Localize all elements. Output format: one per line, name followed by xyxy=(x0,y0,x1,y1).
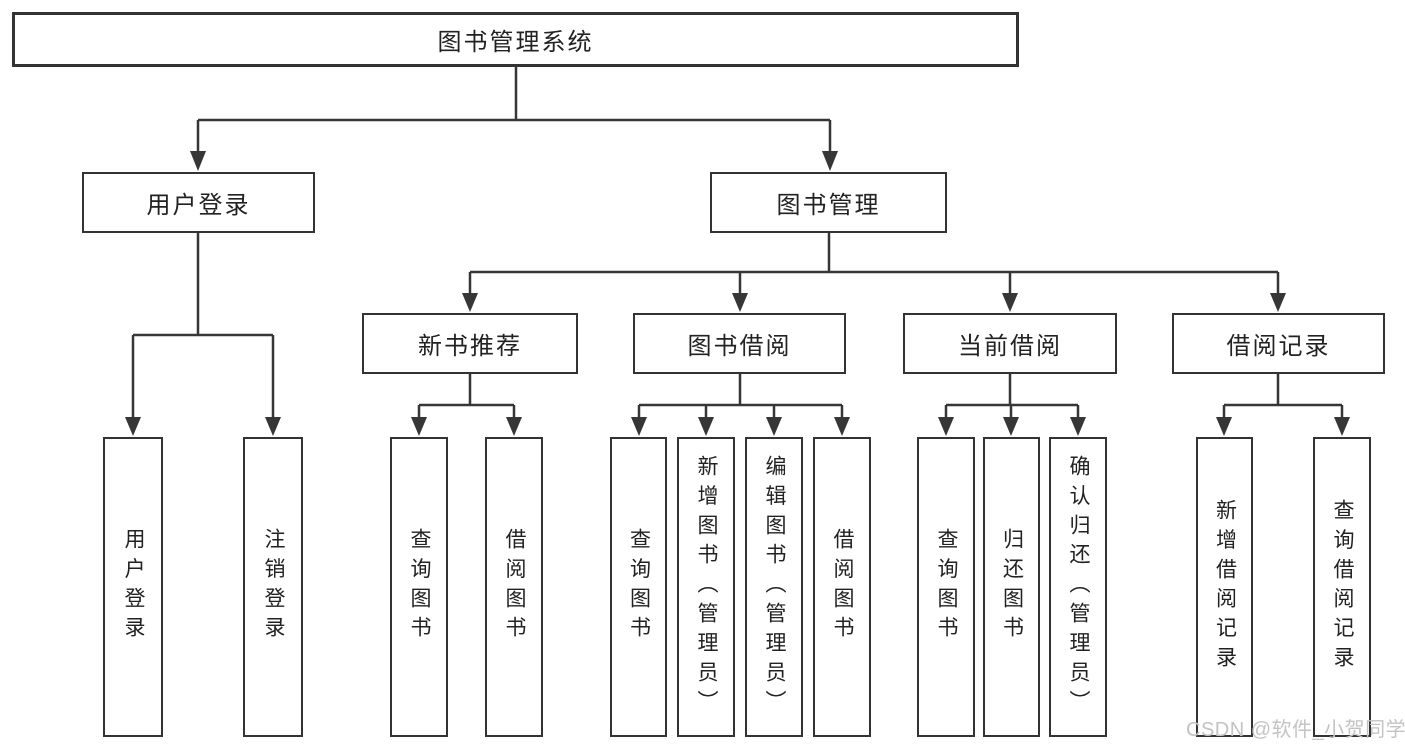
connector-book-borrow-to-leaves xyxy=(631,374,850,436)
node-label: 用户登录 xyxy=(146,192,251,219)
leaf-borrow-borrow-books: 借阅图书 xyxy=(813,437,871,737)
leaf-label: 查询图书 xyxy=(408,528,431,646)
connector-new-book-recommend-to-leaves xyxy=(411,374,522,436)
leaf-label: 借阅图书 xyxy=(831,528,854,646)
leaf-label: 新增借阅记录 xyxy=(1213,498,1237,676)
leaf-current-return-books: 归还图书 xyxy=(983,437,1040,737)
node-book-management: 图书管理 xyxy=(710,172,947,233)
leaf-user-login: 用户登录 xyxy=(103,437,163,737)
leaf-borrow-add-books-admin: 新增图书（管理员） xyxy=(677,437,735,737)
node-label: 图书管理 xyxy=(776,192,881,219)
node-label: 图书借阅 xyxy=(687,333,792,360)
leaf-label: 归还图书 xyxy=(1000,528,1024,646)
node-book-borrow: 图书借阅 xyxy=(633,313,846,374)
node-new-book-recommend: 新书推荐 xyxy=(362,313,578,374)
leaf-borrow-query-books: 查询图书 xyxy=(610,437,667,737)
csdn-watermark: CSDN @软件_小贺同学 xyxy=(1186,719,1405,741)
connector-root-to-level2 xyxy=(190,67,838,171)
node-label: 当前借阅 xyxy=(958,333,1062,360)
leaf-label: 编辑图书（管理员） xyxy=(763,454,786,720)
node-label: 新书推荐 xyxy=(418,333,522,360)
connector-borrow-records-to-leaves xyxy=(1216,374,1350,436)
leaf-newrec-borrow-books: 借阅图书 xyxy=(485,437,543,737)
node-current-borrow: 当前借阅 xyxy=(903,313,1117,374)
connector-current-borrow-to-leaves xyxy=(938,374,1086,436)
leaf-label: 查询图书 xyxy=(627,528,651,646)
leaf-label: 确认归还（管理员） xyxy=(1067,454,1090,720)
node-label: 借阅记录 xyxy=(1226,333,1331,360)
leaf-current-confirm-return-admin: 确认归还（管理员） xyxy=(1049,437,1107,737)
leaf-label: 用户登录 xyxy=(122,528,145,646)
leaf-label: 新增图书（管理员） xyxy=(695,454,718,720)
leaf-borrow-edit-books-admin: 编辑图书（管理员） xyxy=(745,437,803,737)
leaf-label: 查询图书 xyxy=(935,528,958,646)
leaf-label: 注销登录 xyxy=(262,528,285,646)
node-user-login: 用户登录 xyxy=(82,172,315,233)
leaf-newrec-query-books: 查询图书 xyxy=(390,437,448,737)
connector-user-login-to-leaves xyxy=(125,233,281,436)
leaf-current-query-books: 查询图书 xyxy=(917,437,975,737)
leaf-label: 借阅图书 xyxy=(503,528,526,646)
leaf-label: 查询借阅记录 xyxy=(1331,498,1354,676)
connector-book-management-to-level3 xyxy=(462,233,1286,312)
node-label: 图书管理系统 xyxy=(437,29,594,56)
leaf-records-add-record: 新增借阅记录 xyxy=(1196,437,1253,737)
node-borrow-records: 借阅记录 xyxy=(1172,313,1385,374)
node-library-management-system: 图书管理系统 xyxy=(12,12,1019,67)
leaf-records-query-record: 查询借阅记录 xyxy=(1313,437,1371,737)
leaf-logout: 注销登录 xyxy=(243,437,303,737)
